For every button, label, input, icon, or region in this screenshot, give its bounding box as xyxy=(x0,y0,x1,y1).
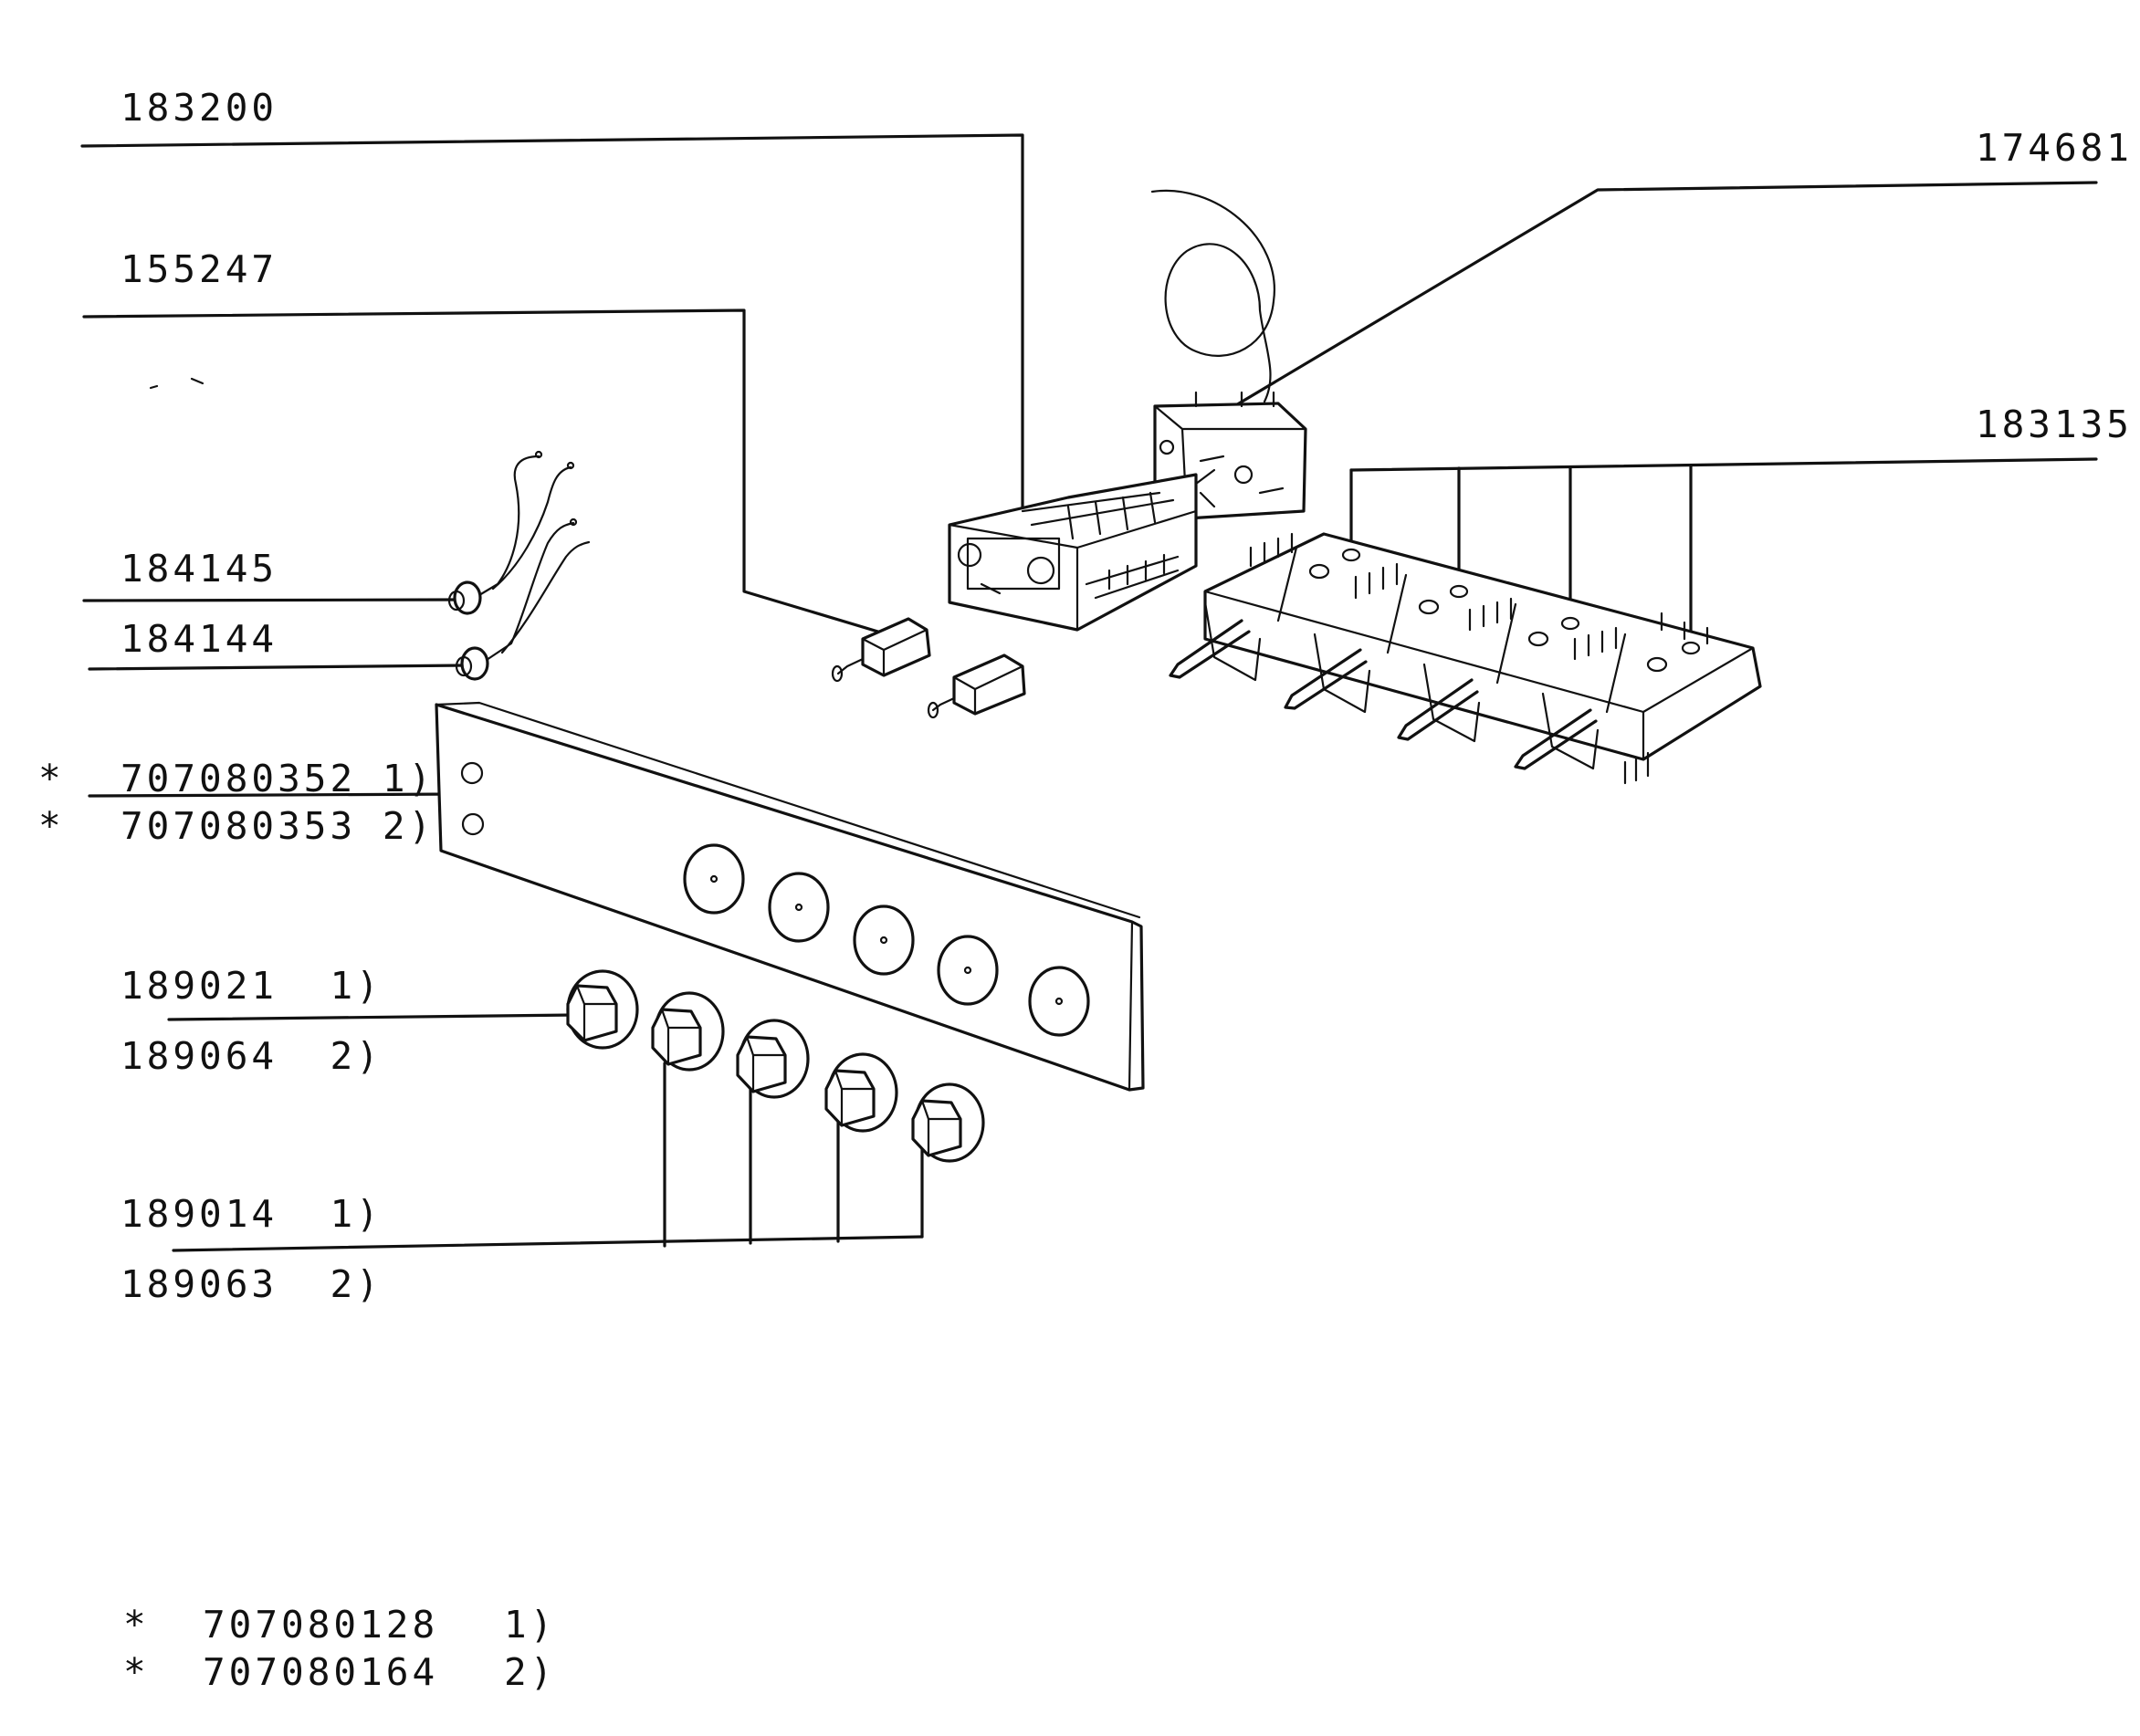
label-knob-set-2: 189063 2) xyxy=(121,1266,383,1303)
panel-1-marker: * xyxy=(38,757,65,800)
panel-openings xyxy=(683,843,1090,1037)
knob-set xyxy=(651,991,985,1163)
pilot-lamp-1 xyxy=(447,450,575,615)
label-display-module: 183200 xyxy=(121,86,278,130)
control-panel xyxy=(435,701,1145,1092)
display-module xyxy=(948,468,1216,632)
knob-single-2-variant: 2) xyxy=(330,1034,383,1078)
knob-single-2-number: 189064 xyxy=(121,1034,278,1078)
footer-1-marker: * xyxy=(123,1603,150,1647)
label-pilot-lamp-2: 184144 xyxy=(121,617,278,661)
knob-set-1-variant: 1) xyxy=(330,1192,383,1236)
panel-1-variant: 1) xyxy=(382,757,435,800)
footer-1-number: 707080128 xyxy=(203,1603,439,1647)
stray-specks xyxy=(149,377,205,390)
leader-lines xyxy=(80,133,2098,1252)
knob-set-2-variant: 2) xyxy=(330,1262,383,1306)
label-knob-single-2: 189064 2) xyxy=(121,1038,383,1075)
panel-2-variant: 2) xyxy=(382,804,435,848)
spindle-adapter-left xyxy=(831,617,931,683)
leader-184145 xyxy=(82,598,463,602)
leader-183135-main xyxy=(1349,457,2098,472)
leader-panel xyxy=(88,792,458,798)
footer-2-variant: 2) xyxy=(504,1650,557,1694)
wire-coil xyxy=(1150,189,1275,403)
label-panel-2: 707080353 2) xyxy=(121,808,435,845)
label-pilot-lamp-1: 184145 xyxy=(121,547,278,591)
footer-1-variant: 1) xyxy=(504,1603,557,1647)
leader-189021 xyxy=(167,1013,577,1021)
footer-2-number: 707080164 xyxy=(203,1650,439,1694)
panel-1-number: 707080352 xyxy=(121,757,357,800)
energy-regulator-bank xyxy=(1169,532,1762,785)
label-knob-single-1: 189021 1) xyxy=(121,967,383,1005)
knob-set-1-number: 189014 xyxy=(121,1192,278,1236)
label-energy-regulators: 183135 xyxy=(1975,403,2133,446)
panel-2-number: 707080353 xyxy=(121,804,357,848)
knob-single xyxy=(566,969,639,1050)
pilot-lamp-2 xyxy=(455,518,591,681)
knob-single-1-number: 189021 xyxy=(121,964,278,1008)
leader-174681 xyxy=(1194,181,2098,431)
leader-184144 xyxy=(88,664,466,671)
leader-189014-main xyxy=(172,1235,924,1252)
leader-155247 xyxy=(82,309,919,645)
label-spindle-adapters: 155247 xyxy=(121,247,278,291)
knob-set-2-number: 189063 xyxy=(121,1262,278,1306)
label-knob-set-1: 189014 1) xyxy=(121,1196,383,1233)
label-switch-block: 174681 xyxy=(1975,126,2133,170)
label-panel-1: 707080352 1) xyxy=(121,760,435,798)
footer-2-marker: * xyxy=(123,1650,150,1694)
panel-2-marker: * xyxy=(38,804,65,848)
spindle-adapter-right xyxy=(927,654,1026,719)
knob-single-1-variant: 1) xyxy=(330,964,383,1008)
leader-183200 xyxy=(80,133,1024,513)
